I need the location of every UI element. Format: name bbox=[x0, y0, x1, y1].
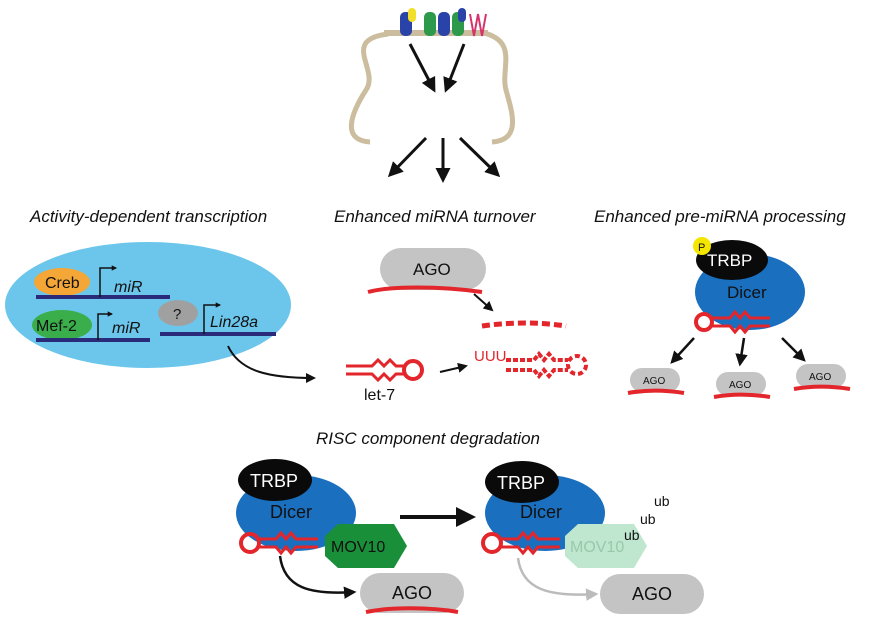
trbp-protein bbox=[485, 461, 559, 503]
arrow-icon bbox=[443, 43, 466, 93]
mef2-factor bbox=[32, 310, 92, 340]
mir-label-1: miR bbox=[114, 279, 143, 296]
ubiquitin-label: ub bbox=[654, 493, 670, 509]
turnover-panel: AGO let-7 UUU bbox=[346, 248, 588, 404]
let7-label: let-7 bbox=[364, 387, 395, 404]
cell-membrane bbox=[349, 29, 515, 145]
membrane-receptor-group bbox=[349, 8, 515, 183]
ago-label: AGO bbox=[643, 376, 665, 387]
heading-turnover: Enhanced miRNA turnover bbox=[334, 207, 537, 226]
creb-factor bbox=[34, 268, 90, 296]
uuu-label: UUU bbox=[474, 348, 507, 365]
phospho-badge bbox=[693, 237, 711, 255]
degraded-mirna bbox=[481, 320, 567, 329]
ago-complex bbox=[600, 574, 704, 614]
processing-panel: Dicer TRBP P AGO AGO AGO bbox=[627, 237, 851, 399]
ago-complex bbox=[380, 248, 486, 290]
membrane-receptors-icon bbox=[400, 8, 487, 37]
trbp-label: TRBP bbox=[250, 471, 298, 491]
unknown-label: ? bbox=[173, 306, 181, 323]
trbp-protein bbox=[696, 240, 768, 280]
arrow-icon bbox=[278, 555, 357, 599]
creb-label: Creb bbox=[45, 275, 80, 292]
mirna-strand bbox=[365, 606, 459, 614]
ago-label: AGO bbox=[809, 372, 831, 383]
ago-complex bbox=[716, 372, 766, 396]
arrow-icon bbox=[473, 293, 494, 312]
lin28a-label: Lin28a bbox=[210, 314, 258, 331]
mov10-helicase bbox=[325, 524, 407, 568]
dicer-label: Dicer bbox=[520, 502, 562, 522]
arrow-icon bbox=[408, 43, 436, 93]
mov10-label: MOV10 bbox=[331, 539, 385, 556]
hairpin-rna-icon bbox=[694, 309, 770, 335]
heading-transcription: Activity-dependent transcription bbox=[29, 207, 267, 226]
ago-complex bbox=[360, 573, 464, 613]
mirna-strand bbox=[713, 392, 771, 399]
promoter-arrow bbox=[99, 265, 118, 297]
arrow-icon bbox=[227, 345, 316, 383]
nucleus bbox=[5, 242, 291, 368]
arrow-icon bbox=[439, 362, 468, 373]
ago-label: AGO bbox=[632, 584, 672, 604]
trbp-label: TRBP bbox=[707, 251, 752, 270]
trbp-label: TRBP bbox=[497, 473, 545, 493]
arrow-icon bbox=[735, 337, 748, 367]
arrow-icon bbox=[387, 136, 428, 178]
mirna-strand bbox=[793, 384, 851, 391]
mir-label-2: miR bbox=[112, 320, 141, 337]
mirna-strand bbox=[367, 285, 483, 294]
ubiquitin-label: ub bbox=[624, 527, 640, 543]
degradation-left: Dicer TRBP MOV10 AGO bbox=[236, 459, 464, 614]
mov10-helicase bbox=[565, 524, 647, 568]
heading-degradation: RISC component degradation bbox=[316, 429, 540, 448]
degradation-right: Dicer TRBP MOV10 AGO ub ub ub bbox=[481, 461, 704, 614]
arrow-icon bbox=[670, 337, 695, 364]
hairpin-rna-icon bbox=[239, 530, 318, 556]
uridylated-hairpin-icon bbox=[506, 350, 588, 380]
hairpin-rna-icon bbox=[481, 530, 560, 556]
mirna-strand bbox=[627, 388, 685, 395]
dicer-label: Dicer bbox=[727, 283, 767, 302]
heading-processing: Enhanced pre-miRNA processing bbox=[594, 207, 846, 226]
mov10-label: MOV10 bbox=[570, 539, 624, 556]
mef2-label: Mef-2 bbox=[36, 318, 77, 335]
trbp-protein bbox=[238, 459, 312, 501]
ago-complex bbox=[796, 364, 846, 388]
arrow-icon bbox=[458, 136, 501, 178]
nucleus-panel: Creb miR Mef-2 miR ? Lin28a bbox=[5, 242, 291, 368]
ago-label: AGO bbox=[413, 260, 451, 279]
hairpin-rna-icon bbox=[346, 357, 424, 383]
arrow-icon bbox=[781, 337, 806, 362]
arrow-icon bbox=[516, 557, 599, 601]
ago-complex bbox=[630, 368, 680, 392]
promoter-arrow bbox=[203, 302, 222, 334]
ubiquitin-tag-icon: ub ub ub bbox=[624, 493, 670, 543]
unknown-factor bbox=[158, 300, 198, 326]
ago-label: AGO bbox=[729, 380, 751, 391]
ubiquitin-label: ub bbox=[640, 511, 656, 527]
ago-label: AGO bbox=[392, 583, 432, 603]
promoter-arrow bbox=[97, 311, 114, 340]
dicer-label: Dicer bbox=[270, 502, 312, 522]
phospho-label: P bbox=[698, 242, 705, 254]
